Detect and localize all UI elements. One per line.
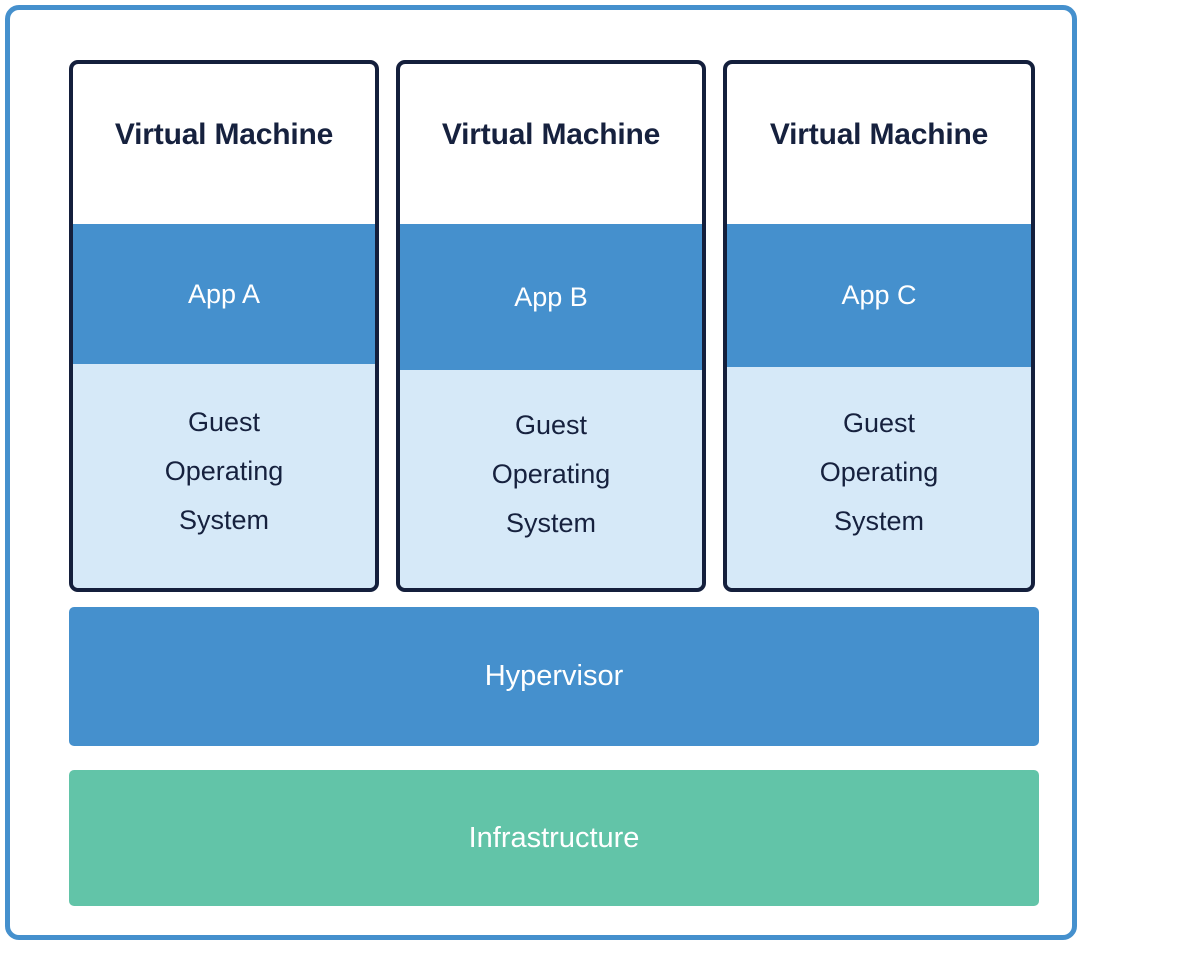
- virtual-machine-card-1: Virtual Machine App A Guest Operating Sy…: [69, 60, 379, 592]
- guest-os-line: Operating: [491, 458, 611, 489]
- virtual-machine-card-2: Virtual Machine App B Guest Operating Sy…: [396, 60, 706, 592]
- guest-os-line: Guest: [187, 406, 261, 437]
- guest-os-line: System: [833, 506, 925, 536]
- diagram-frame: Virtual Machine App A Guest Operating Sy…: [5, 5, 1077, 940]
- infrastructure-layer: Infrastructure: [69, 770, 1039, 906]
- app-block: App C: [727, 224, 1031, 367]
- guest-os-line: Operating: [819, 457, 939, 487]
- hypervisor-layer: Hypervisor: [69, 607, 1039, 746]
- guest-os-line: Guest: [842, 408, 916, 438]
- app-block: App A: [73, 224, 375, 364]
- guest-os-line: System: [505, 507, 597, 538]
- virtual-machine-title: Virtual Machine: [114, 118, 334, 151]
- virtual-machine-card-3: Virtual Machine App C Guest Operating Sy…: [723, 60, 1035, 592]
- guest-os-block: Guest Operating System: [400, 370, 702, 588]
- virtual-machine-row: Virtual Machine App A Guest Operating Sy…: [69, 60, 1039, 592]
- app-block: App B: [400, 224, 702, 370]
- guest-os-line: Operating: [164, 455, 284, 486]
- guest-os-block: Guest Operating System: [73, 364, 375, 588]
- virtual-machine-title: Virtual Machine: [441, 118, 661, 151]
- guest-os-line: Guest: [514, 409, 588, 440]
- virtual-machine-title: Virtual Machine: [769, 118, 989, 151]
- guest-os-line: System: [178, 504, 270, 535]
- guest-os-block: Guest Operating System: [727, 367, 1031, 588]
